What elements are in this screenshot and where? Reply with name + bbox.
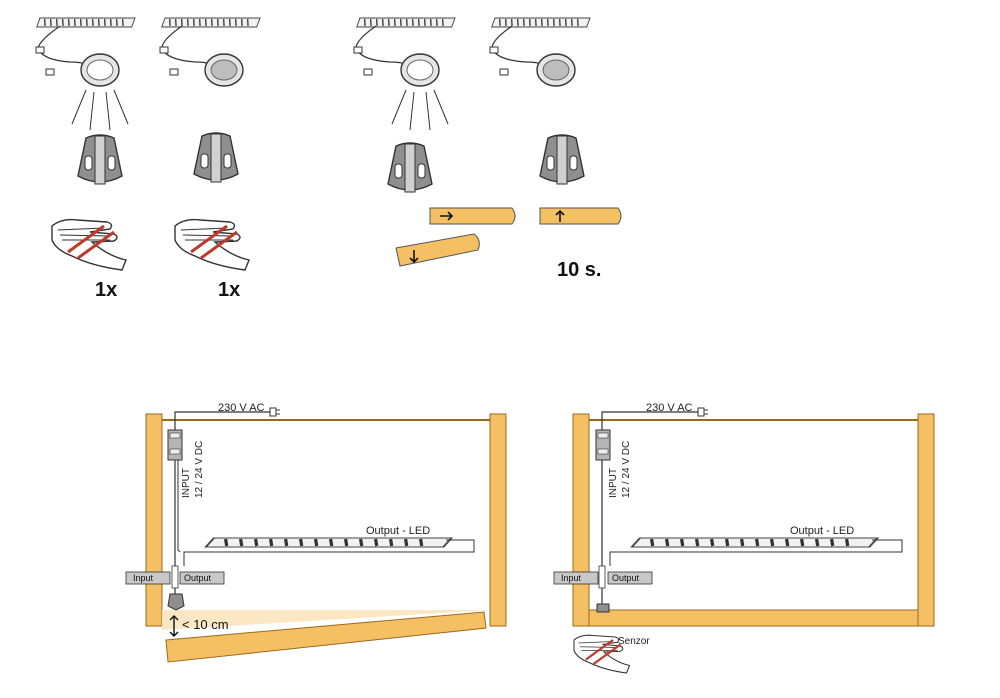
count-label-2: 1x — [218, 279, 240, 301]
voltage-label-left: 12 / 24 V DC — [194, 441, 205, 498]
output-led-label-right: Output - LED — [790, 525, 854, 537]
step-wave-off — [159, 17, 261, 272]
input-tag-right: Input — [561, 573, 582, 583]
cabinet-door-sensor — [125, 407, 507, 663]
input-label-left: INPUT — [181, 468, 192, 498]
step-door-timer — [489, 17, 622, 225]
output-led-label-left: Output - LED — [366, 525, 430, 537]
output-tag-right: Output — [612, 573, 640, 583]
input-label-right: INPUT — [608, 468, 619, 498]
input-tag-left: Input — [133, 573, 154, 583]
cabinet-hand-sensor — [553, 407, 935, 675]
distance-label: < 10 cm — [182, 617, 229, 632]
step-wave-on — [35, 17, 136, 272]
mains-label-right: 230 V AC — [646, 402, 693, 414]
step-door-open — [353, 17, 516, 267]
output-tag-left: Output — [184, 573, 212, 583]
timer-label: 10 s. — [557, 259, 601, 281]
voltage-label-right: 12 / 24 V DC — [621, 441, 632, 498]
count-label-1: 1x — [95, 279, 117, 301]
sensor-label: Senzor — [618, 636, 650, 647]
mains-label-left: 230 V AC — [218, 402, 265, 414]
